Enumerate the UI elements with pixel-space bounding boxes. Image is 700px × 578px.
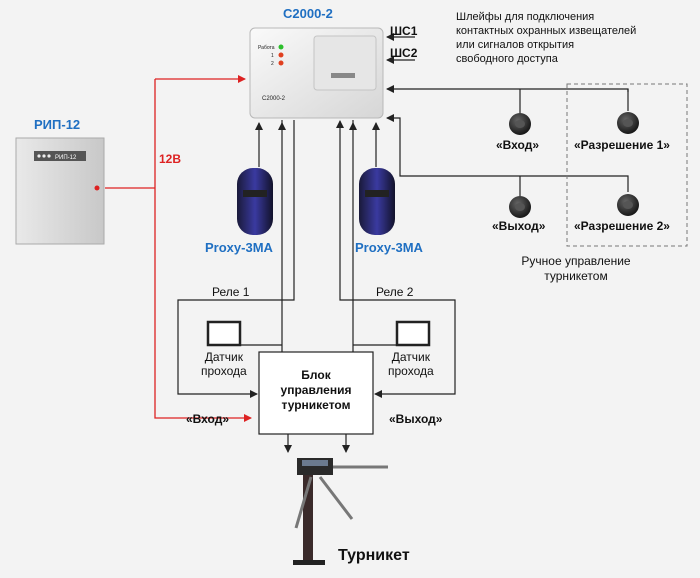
sensor-right-device xyxy=(395,320,431,347)
sensor-right-label: Датчик прохода xyxy=(388,350,434,378)
loop2-label: ШС2 xyxy=(390,46,418,60)
perm2-button-label: «Разрешение 2» xyxy=(574,219,670,233)
loops-note-line: или сигналов открытия xyxy=(456,39,575,51)
permission-buttons-frame xyxy=(566,83,688,247)
sensor-left-label: Датчик прохода xyxy=(201,350,247,378)
sensor-line: Датчик xyxy=(391,350,430,364)
led-label-1: 1 xyxy=(271,53,274,59)
voltage-label: 12В xyxy=(159,152,182,166)
loop1-label: ШС1 xyxy=(390,24,418,38)
permission2-button xyxy=(617,194,639,216)
control-block-line: Блок xyxy=(301,368,331,382)
reader-left-device xyxy=(237,168,273,235)
controller-title: С2000-2 xyxy=(283,6,333,21)
signal-wiring xyxy=(177,33,629,453)
status-led-2 xyxy=(278,60,284,66)
loops-note-line: свободного доступа xyxy=(456,53,558,65)
exit-signal-label: «Выход» xyxy=(389,412,443,426)
control-block-line: управления xyxy=(280,383,352,397)
relay2-label: Реле 2 xyxy=(376,285,414,299)
psu-indicator xyxy=(94,185,100,191)
psu-panel-label: РИП-12 xyxy=(55,155,77,161)
power-lines xyxy=(105,75,252,422)
turnstile-device xyxy=(293,458,388,565)
status-led-1 xyxy=(278,52,284,58)
c2000-logo-plate xyxy=(331,73,355,78)
manual-line: Ручное управление xyxy=(521,254,631,268)
sensor-line: Датчик xyxy=(204,350,243,364)
loops-note-line: контактных охранных извещателей xyxy=(456,25,637,37)
reader-left-label: Proxy-3MA xyxy=(205,240,273,255)
exit-button xyxy=(509,196,531,218)
turnstile-label: Турникет xyxy=(338,547,410,564)
c2000-device xyxy=(249,27,384,119)
psu-device xyxy=(15,137,105,245)
control-block-box xyxy=(258,351,374,435)
permission1-button xyxy=(617,112,639,134)
loops-note-line: Шлейфы для подключения xyxy=(456,11,595,23)
sensor-line: прохода xyxy=(388,364,434,378)
manual-control-label: Ручное управление турникетом xyxy=(512,254,640,284)
device-model-label: С2000-2 xyxy=(262,96,286,102)
sensor-left-device xyxy=(206,320,242,347)
entry-button xyxy=(509,113,531,135)
sensor-line: прохода xyxy=(201,364,247,378)
psu-title: РИП-12 xyxy=(34,117,81,132)
entry-button-label: «Вход» xyxy=(496,138,540,152)
reader-right-device xyxy=(359,168,395,235)
loops-note: Шлейфы для подключения контактных охранн… xyxy=(456,10,636,66)
reader-right-label: Proxy-3MA xyxy=(355,240,423,255)
relay1-label: Реле 1 xyxy=(212,285,250,299)
entry-signal-label: «Вход» xyxy=(186,412,230,426)
manual-line: турникетом xyxy=(544,269,608,283)
status-led-work xyxy=(278,44,284,50)
led-label-work: Работа xyxy=(258,45,275,51)
led-label-2: 2 xyxy=(271,61,274,67)
control-block-label: Блок управления турникетом xyxy=(259,368,373,413)
exit-button-label: «Выход» xyxy=(492,219,546,233)
control-block-line: турникетом xyxy=(281,398,351,412)
perm1-button-label: «Разрешение 1» xyxy=(574,138,670,152)
